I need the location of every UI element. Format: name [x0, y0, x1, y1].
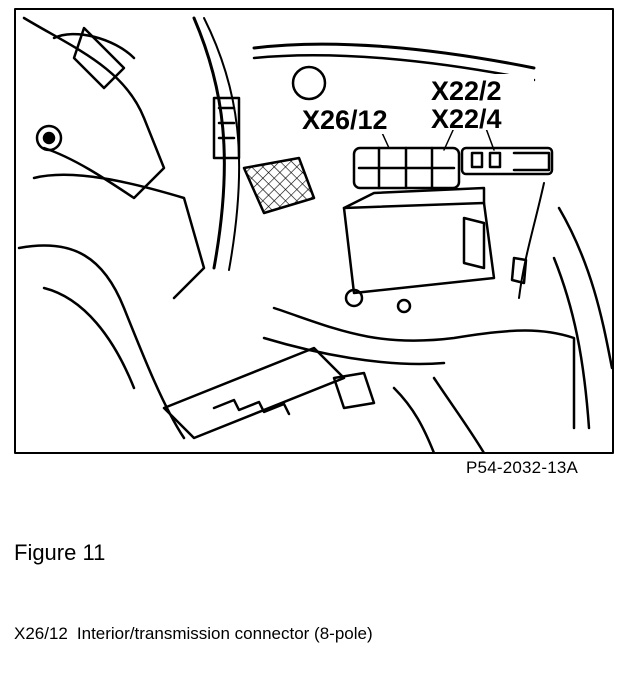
label-x22-2: X22/2 [431, 76, 502, 106]
label-x26-12: X26/12 [302, 105, 388, 135]
figure-title: Figure 11 [14, 540, 106, 565]
caption-code: X26/12 [14, 624, 68, 643]
figure-caption: X26/12 Interior/transmission connector (8… [14, 624, 373, 644]
image-code: P54-2032-13A [466, 458, 579, 477]
label-x22-4: X22/4 [431, 104, 502, 134]
caption-text: Interior/transmission connector (8-pole) [76, 624, 373, 643]
engine-bay-illustration: X26/12 X22/2 X22/4 [14, 8, 614, 454]
